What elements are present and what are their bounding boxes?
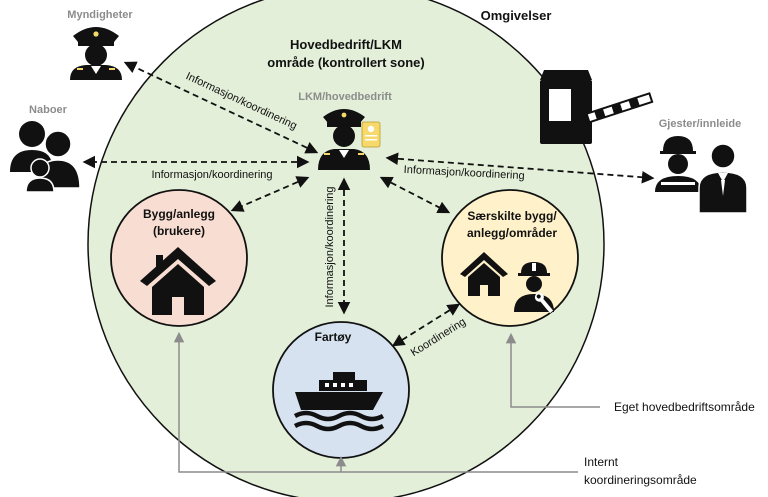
building-label-line2: (brukere) [153,224,205,238]
house-icon [140,247,216,315]
engineer-icon [514,262,554,314]
connector-special [379,176,451,214]
neighbours-label: Naboer [29,104,68,116]
special-house-icon [460,252,508,296]
main-area-title-line2: område (kontrollert sone) [267,55,424,70]
building-label-line1: Bygg/anlegg [143,207,215,221]
callout-own-area [505,332,600,408]
callout-lines [173,331,600,473]
callout-internal-area [173,331,578,473]
environment-label: Omgivelser [481,8,552,23]
lkm-label: LKM/hovedbedrift [298,91,392,103]
internal-area-label-line1: Internt [584,455,619,469]
police-officer-icon [70,27,122,80]
officer-with-badge-icon [318,109,381,170]
guests-label: Gjester/innleide [659,118,742,130]
connector-special-vessel [391,303,461,347]
internal-area-label-line2: koordineringsområde [584,473,697,487]
own-area-label: Eget hovedbedriftsområde [614,400,755,414]
worker-and-businessman-icon [655,136,748,214]
connectors [82,61,655,347]
connection-label-vessel: Informasjon/koordinering [324,186,336,307]
people-group-icon [10,121,81,193]
main-area-title-line1: Hovedbedrift/LKM [290,37,402,52]
connection-label-neighbours: Informasjon/koordinering [151,169,272,181]
special-label-line2: anlegg/områder [467,226,557,240]
special-label-line1: Særskilte bygg/ [467,209,557,223]
connector-guests [385,152,655,184]
boom-gate-icon [540,70,654,144]
authorities-label: Myndigheter [67,9,133,21]
vessel-label: Fartøy [315,330,352,344]
connector-authorities [123,61,319,154]
ship-icon [293,372,385,432]
connector-building [230,176,310,212]
